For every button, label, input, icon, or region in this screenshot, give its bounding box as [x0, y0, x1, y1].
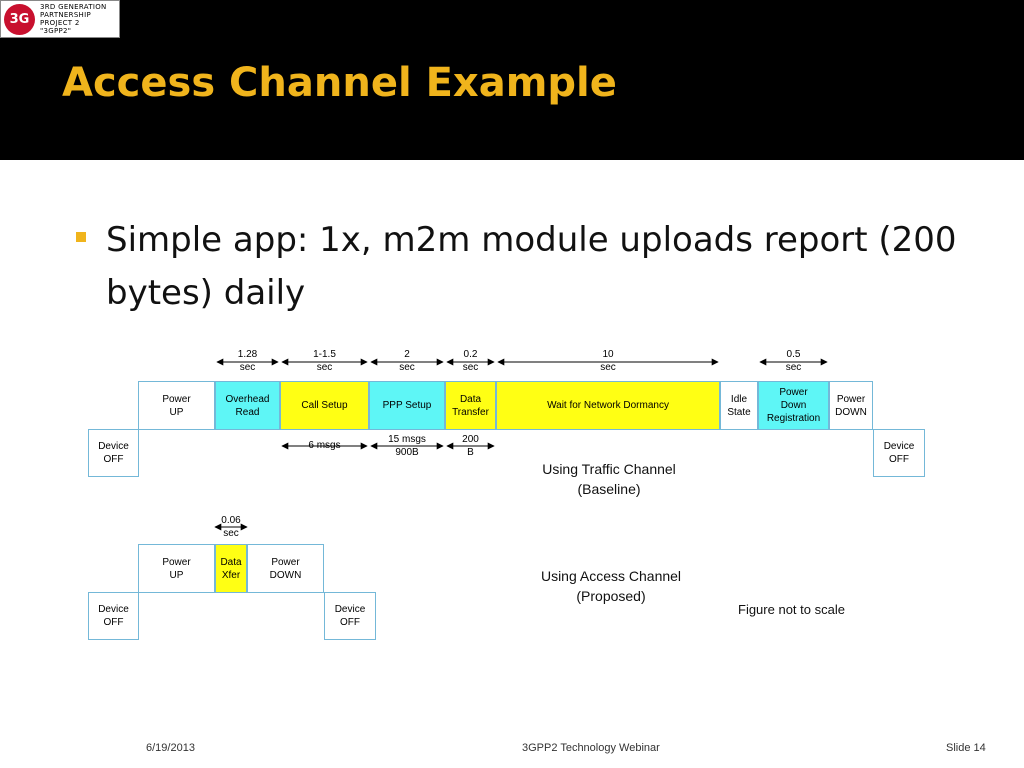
- traffic-timing-label-5: 0.5 sec: [785, 349, 802, 373]
- traffic-timing-label-4: 10 sec: [600, 349, 616, 373]
- title-bar: 3G 3rd Generation Partnership Project 2 …: [0, 0, 1024, 160]
- traffic-message-label-1: 15 msgs 900B: [388, 434, 426, 458]
- traffic-phase-0: Power UP: [138, 381, 215, 430]
- traffic-phase-2: Call Setup: [280, 381, 369, 430]
- logo-line: Project 2: [40, 19, 80, 27]
- logo-text: 3rd Generation Partnership Project 2 "3G…: [40, 3, 107, 35]
- access-phase-2: Power DOWN: [247, 544, 324, 593]
- logo-line: Partnership: [40, 11, 92, 19]
- bullet-text: Simple app: 1x, m2m module uploads repor…: [106, 220, 957, 313]
- traffic-device-off-left: Device OFF: [88, 429, 139, 477]
- access-device-off-left: Device OFF: [88, 592, 139, 640]
- traffic-timing-label-2: 2 sec: [399, 349, 415, 373]
- traffic-timing-label-0: 1.28 sec: [237, 349, 258, 373]
- traffic-phase-4: Data Transfer: [445, 381, 496, 430]
- traffic-phase-6: Idle State: [720, 381, 758, 430]
- traffic-phase-7: Power Down Registration: [758, 381, 829, 430]
- traffic-message-label-0: 6 msgs: [308, 440, 341, 451]
- traffic-message-label-2: 200 B: [462, 434, 479, 458]
- slide-title: Access Channel Example: [62, 60, 617, 106]
- access-device-off-right: Device OFF: [324, 592, 376, 640]
- traffic-phase-8: Power DOWN: [829, 381, 873, 430]
- access-phase-1: Data Xfer: [215, 544, 247, 593]
- footer-slide-number: Slide 14: [946, 742, 986, 754]
- traffic-channel-caption: Using Traffic Channel (Baseline): [542, 461, 676, 497]
- traffic-phase-1: Overhead Read: [215, 381, 280, 430]
- scale-note: Figure not to scale: [738, 602, 845, 617]
- traffic-timing-label-1: 1-1.5 sec: [313, 349, 336, 373]
- access-channel-caption: Using Access Channel (Proposed): [540, 568, 682, 604]
- logo-line: 3rd Generation: [40, 3, 107, 11]
- bullet-square-icon: [76, 232, 86, 242]
- 3gpp2-logo: 3G 3rd Generation Partnership Project 2 …: [0, 0, 120, 38]
- footer-date: 6/19/2013: [146, 742, 195, 754]
- footer-event: 3GPP2 Technology Webinar: [522, 742, 660, 754]
- access-phase-0: Power UP: [138, 544, 215, 593]
- traffic-phase-5: Wait for Network Dormancy: [496, 381, 720, 430]
- logo-mark: 3G: [4, 4, 35, 35]
- access-timing-label: 0.06 sec: [221, 515, 241, 539]
- logo-line: "3GPP2": [40, 27, 72, 35]
- traffic-timing-label-3: 0.2 sec: [462, 349, 479, 373]
- traffic-device-off-right: Device OFF: [873, 429, 925, 477]
- traffic-phase-3: PPP Setup: [369, 381, 445, 430]
